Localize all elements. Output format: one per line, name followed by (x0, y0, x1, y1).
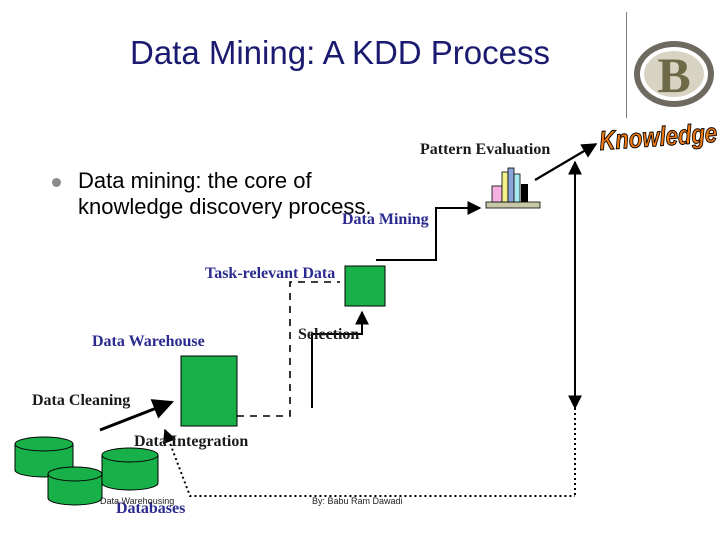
databases-label: Databases (116, 500, 186, 517)
arrow-pattern-evaluation (534, 143, 598, 181)
pattern-evaluation-label: Pattern Evaluation (420, 141, 551, 158)
bullet-text: Data mining: the core of knowledge disco… (78, 168, 372, 219)
data-warehouse-box (180, 355, 238, 427)
arrow-data-mining (376, 201, 482, 261)
slide-title: Data Mining: A KDD Process (129, 34, 550, 71)
data-integration-label: Data Integration (134, 433, 249, 450)
data-cleaning-label: Data Cleaning (32, 392, 131, 409)
logo: B (626, 12, 720, 118)
bullet-icon (52, 178, 61, 187)
database-icon-3 (101, 447, 159, 491)
data-warehouse-label: Data Warehouse (92, 333, 205, 350)
footer-left: Data Warehousing (100, 496, 175, 506)
arrow-selection (311, 310, 369, 408)
selection-label: Selection (298, 326, 360, 343)
logo-emblem: B (626, 12, 714, 118)
logo-letter: B (657, 47, 690, 103)
task-relevant-data-box (344, 265, 386, 307)
footer-center: By: Babu Ram Dawadi (312, 496, 403, 506)
task-relevant-data-label: Task-relevant Data (205, 265, 336, 282)
pattern-bars-icon (485, 167, 541, 209)
knowledge-label: Knowledge (598, 118, 718, 156)
selection-path (237, 281, 340, 417)
arrow-cleaning (99, 399, 174, 432)
feedback-dotted-return (162, 428, 575, 497)
database-icon-2 (47, 466, 103, 506)
data-mining-label: Data Mining (342, 211, 429, 228)
